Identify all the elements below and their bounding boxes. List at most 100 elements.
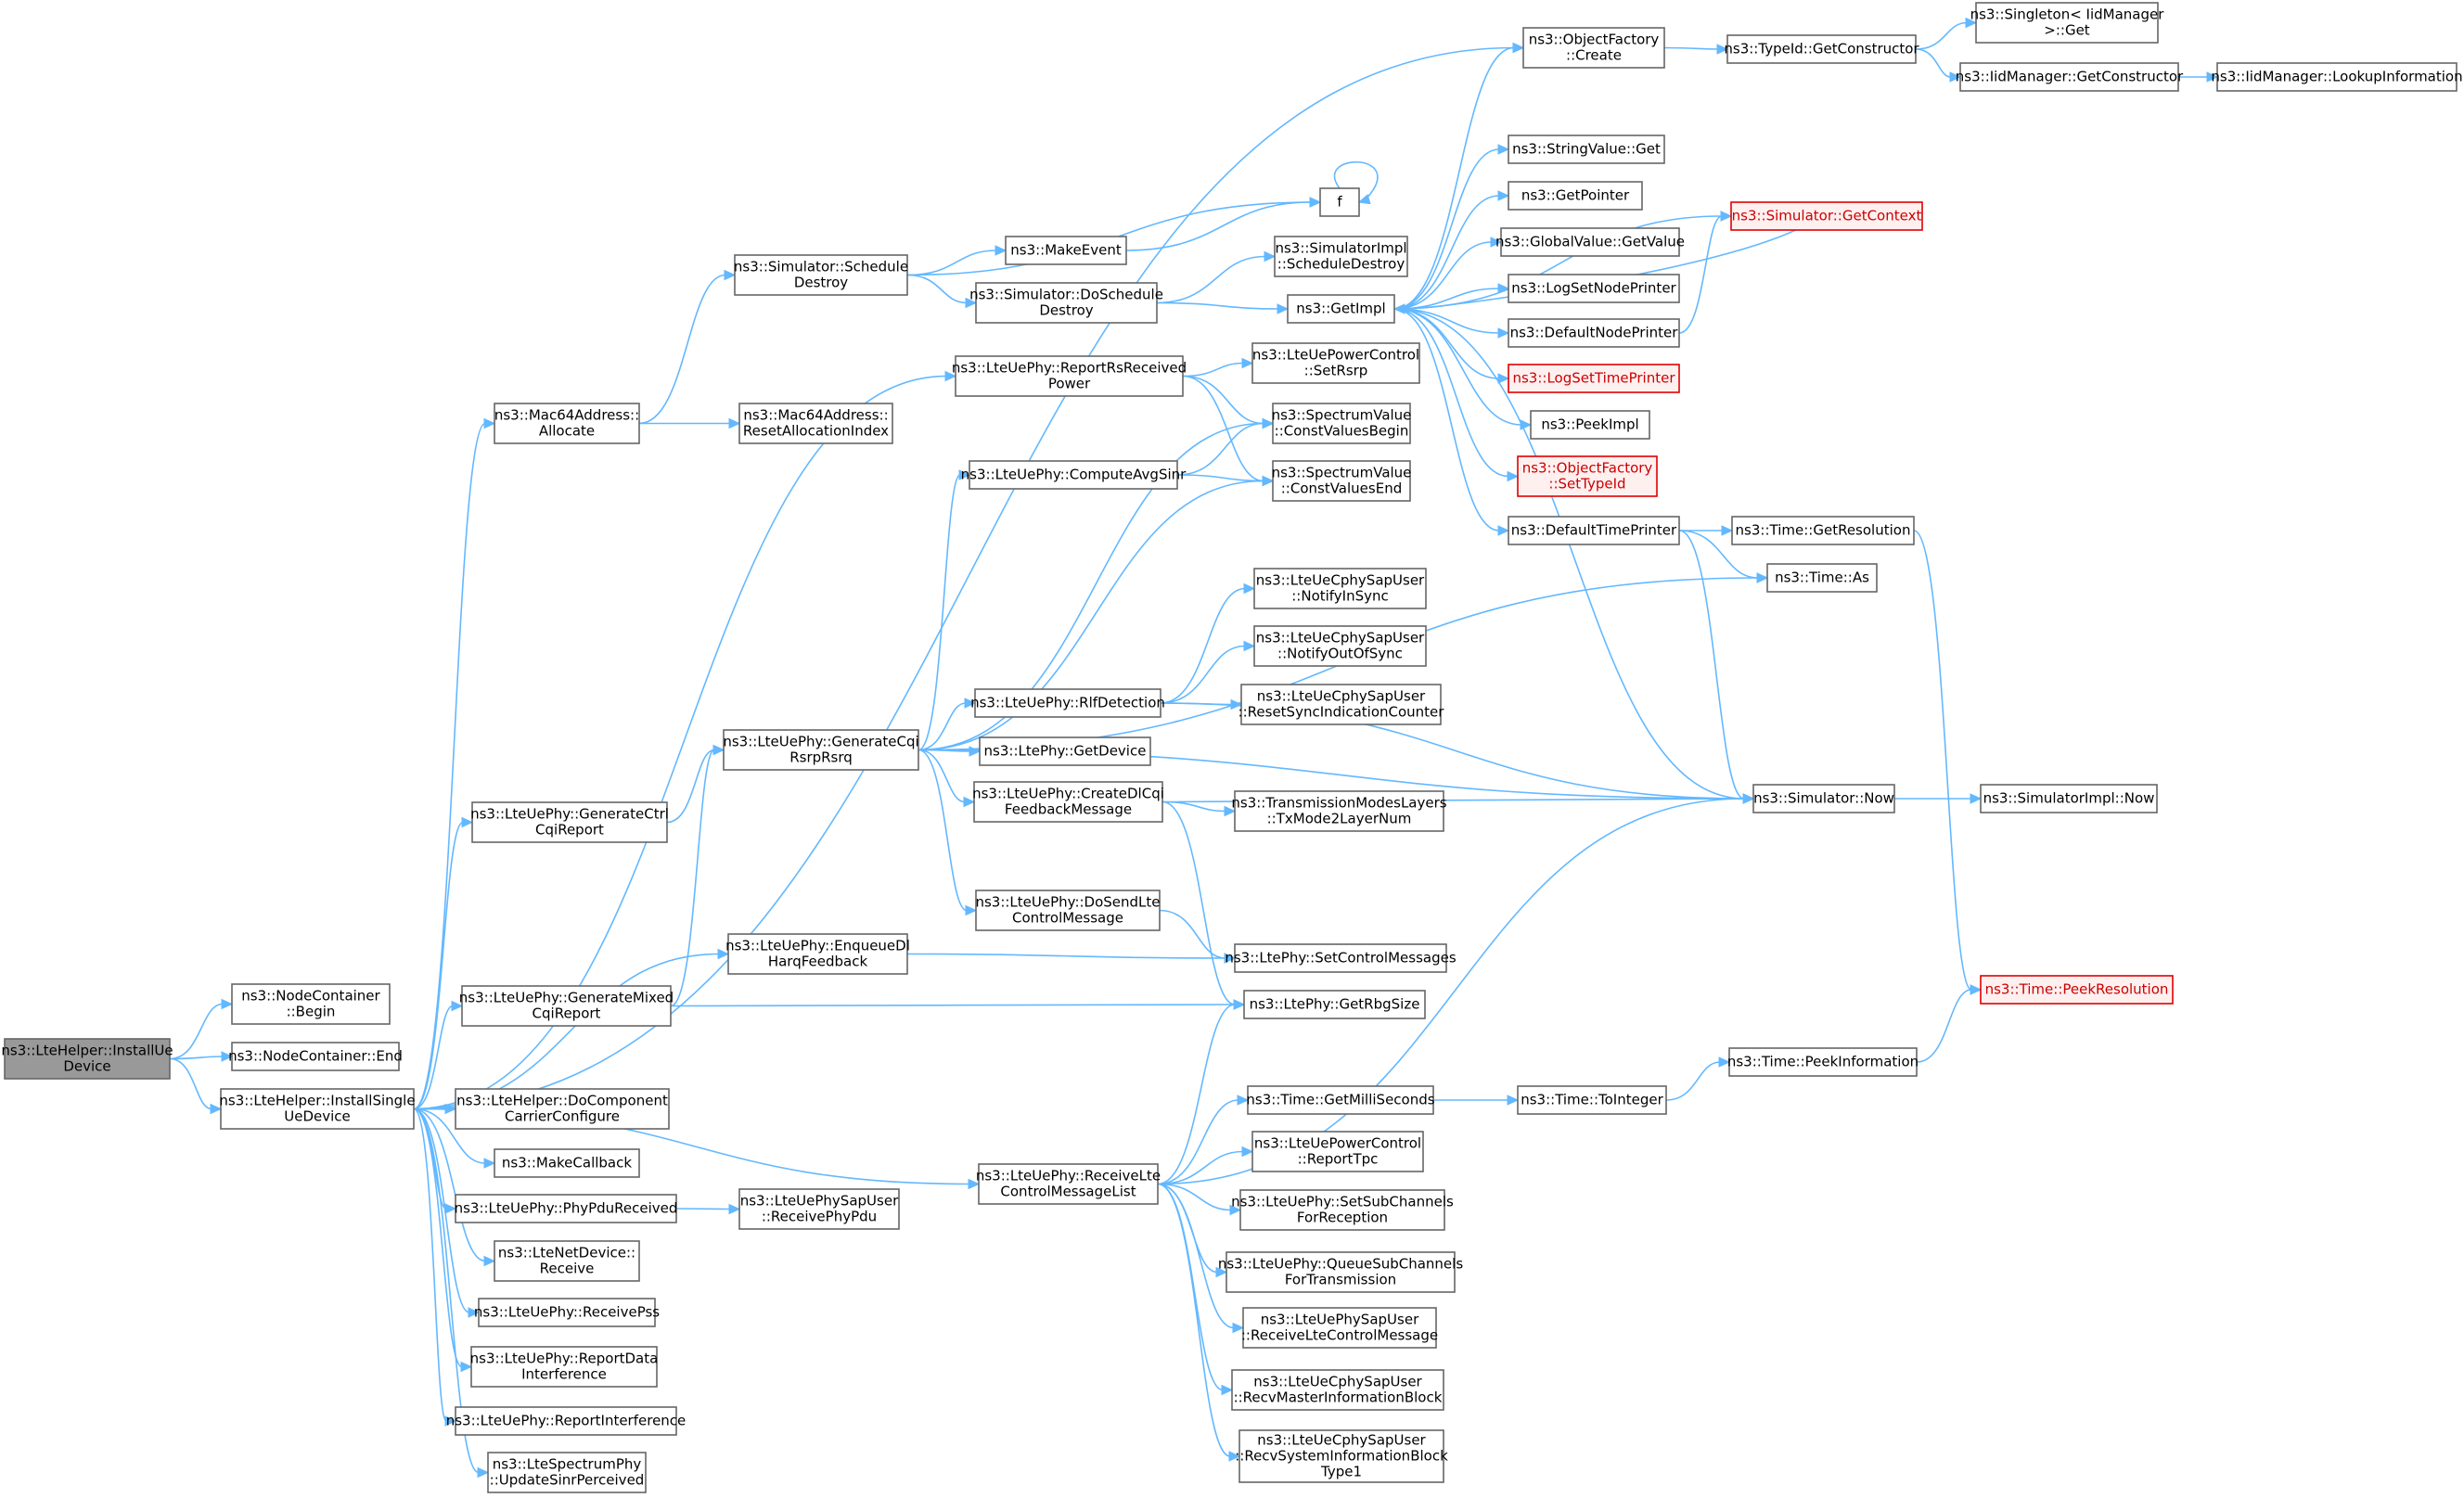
call-graph-edges xyxy=(169,17,2219,1479)
node-singleton_get[interactable]: ns3::Singleton< IidManager>::Get xyxy=(1970,2,2165,44)
node-label: Power xyxy=(1048,376,1091,392)
node-label: CqiReport xyxy=(535,822,604,839)
node-iid_lookup[interactable]: ns3::IidManager::LookupInformation xyxy=(2211,62,2463,92)
node-computeavgsinr[interactable]: ns3::LteUePhy::ComputeAvgSinr xyxy=(961,460,1187,490)
node-box xyxy=(1287,294,1395,324)
node-pc_reporttpc[interactable]: ns3::LteUePowerControl::ReportTpc xyxy=(1251,1131,1424,1172)
node-rlfdetection[interactable]: ns3::LteUePhy::RlfDetection xyxy=(970,688,1165,718)
node-updatesinr[interactable]: ns3::LteSpectrumPhy::UpdateSinrPerceived xyxy=(487,1452,647,1493)
node-label: Receive xyxy=(540,1261,595,1277)
node-receiveltectrl[interactable]: ns3::LteUePhySapUser::ReceiveLteControlM… xyxy=(1241,1307,1438,1349)
node-phypdureceived[interactable]: ns3::LteUePhy::PhyPduReceived xyxy=(455,1194,678,1223)
node-makecallback[interactable]: ns3::MakeCallback xyxy=(494,1148,640,1178)
node-box xyxy=(494,1148,640,1178)
node-time_peekinfo[interactable]: ns3::Time::PeekInformation xyxy=(1727,1047,1919,1077)
node-recvmaster[interactable]: ns3::LteUeCphySapUser::RecvMasterInforma… xyxy=(1231,1369,1444,1411)
node-label: ::NotifyInSync xyxy=(1291,588,1389,605)
node-label: ::ReportTpc xyxy=(1298,1151,1379,1168)
node-nc_end[interactable]: ns3::NodeContainer::End xyxy=(228,1042,403,1071)
edge-receivelte-to-pc_reporttpc xyxy=(1157,1146,1254,1185)
node-receivelte[interactable]: ns3::LteUePhy::ReceiveLteControlMessageL… xyxy=(976,1163,1161,1205)
node-setcontrolmsgs[interactable]: ns3::LtePhy::SetControlMessages xyxy=(1225,943,1457,973)
node-getrbgsize[interactable]: ns3::LtePhy::GetRbgSize xyxy=(1243,990,1426,1019)
node-sim_getcontext[interactable]: ns3::Simulator::GetContext xyxy=(1730,201,1923,231)
node-globalvalue_get[interactable]: ns3::GlobalValue::GetValue xyxy=(1495,227,1685,257)
node-nc_begin[interactable]: ns3::NodeContainer::Begin xyxy=(231,983,391,1025)
node-of_settypeid[interactable]: ns3::ObjectFactory::SetTypeId xyxy=(1517,455,1658,497)
node-reportinterference[interactable]: ns3::LteUePhy::ReportInterference xyxy=(446,1406,687,1436)
node-of_create[interactable]: ns3::ObjectFactory::Create xyxy=(1522,27,1665,69)
node-recvsystem[interactable]: ns3::LteUeCphySapUser::RecvSystemInforma… xyxy=(1235,1429,1448,1483)
edge-installue-to-nc_end xyxy=(169,1051,234,1062)
node-iid_getctor[interactable]: ns3::IidManager::GetConstructor xyxy=(1956,62,2184,92)
node-stringvalue_get[interactable]: ns3::StringValue::Get xyxy=(1508,134,1665,164)
node-f[interactable]: f xyxy=(1319,187,1360,217)
node-box xyxy=(494,1240,640,1282)
node-box xyxy=(1730,201,1923,231)
node-queuesubchannels[interactable]: ns3::LteUePhy::QueueSubChannelsForTransm… xyxy=(1218,1251,1464,1293)
node-createdlcqi[interactable]: ns3::LteUePhy::CreateDlCqiFeedbackMessag… xyxy=(972,781,1164,823)
node-box xyxy=(1517,455,1658,497)
node-makeevent[interactable]: ns3::MakeEvent xyxy=(1005,236,1127,265)
node-simimpl_now[interactable]: ns3::SimulatorImpl::Now xyxy=(1980,784,2158,813)
node-getpointer[interactable]: ns3::GetPointer xyxy=(1508,181,1643,211)
node-txmode2layer[interactable]: ns3::TransmissionModesLayers::TxMode2Lay… xyxy=(1231,790,1447,832)
node-receivephypdu[interactable]: ns3::LteUePhySapUser::ReceivePhyPdu xyxy=(738,1188,900,1230)
node-box xyxy=(723,729,919,771)
node-time_getms[interactable]: ns3::Time::GetMilliSeconds xyxy=(1246,1085,1435,1115)
node-resetsync[interactable]: ns3::LteUeCphySapUser::ResetSyncIndicati… xyxy=(1238,684,1445,725)
edge-receivelte-to-recvsystem xyxy=(1157,1183,1241,1462)
node-time_peekres[interactable]: ns3::Time::PeekResolution xyxy=(1980,975,2174,1005)
node-docomponentcarrier[interactable]: ns3::LteHelper::DoComponentCarrierConfig… xyxy=(455,1088,670,1130)
node-logsettimeprinter[interactable]: ns3::LogSetTimePrinter xyxy=(1508,364,1680,393)
node-mac64_allocate[interactable]: ns3::Mac64Address::Allocate xyxy=(494,403,640,444)
node-notifyoutofsync[interactable]: ns3::LteUeCphySapUser::NotifyOutOfSync xyxy=(1253,625,1427,667)
node-box xyxy=(1959,62,2179,92)
node-setsubchannels[interactable]: ns3::LteUePhy::SetSubChannelsForReceptio… xyxy=(1231,1189,1454,1231)
edge-installsingle-to-enqueuedl xyxy=(413,948,730,1110)
edge-generatecqi-to-computeavgsinr xyxy=(918,469,971,751)
node-sv_end[interactable]: ns3::SpectrumValue::ConstValuesEnd xyxy=(1272,460,1412,502)
node-logsetnodeprinter[interactable]: ns3::LogSetNodePrinter xyxy=(1508,274,1680,303)
node-netdevice_receive[interactable]: ns3::LteNetDevice::Receive xyxy=(494,1240,640,1282)
node-peekimpl[interactable]: ns3::PeekImpl xyxy=(1530,410,1650,440)
node-receivepss[interactable]: ns3::LteUePhy::ReceivePss xyxy=(474,1298,660,1327)
node-defaulttimeprinter[interactable]: ns3::DefaultTimePrinter xyxy=(1508,516,1680,545)
node-typeid_getctor[interactable]: ns3::TypeId::GetConstructor xyxy=(1724,34,1919,64)
node-mac64_reset[interactable]: ns3::Mac64Address::ResetAllocationIndex xyxy=(738,403,893,444)
node-time_getres[interactable]: ns3::Time::GetResolution xyxy=(1731,516,1915,545)
node-notifyinsync[interactable]: ns3::LteUeCphySapUser::NotifyInSync xyxy=(1253,568,1427,609)
node-box xyxy=(955,355,1184,397)
node-time_as[interactable]: ns3::Time::As xyxy=(1766,563,1878,593)
node-simimpl_scheddestroy[interactable]: ns3::SimulatorImpl::ScheduleDestroy xyxy=(1274,236,1408,277)
node-defaultnodeprinter[interactable]: ns3::DefaultNodePrinter xyxy=(1508,318,1680,348)
node-sim_scheddestroy[interactable]: ns3::Simulator::ScheduleDestroy xyxy=(734,254,908,296)
node-box xyxy=(738,403,893,444)
node-pc_setrsrp[interactable]: ns3::LteUePowerControl::SetRsrp xyxy=(1251,342,1420,384)
node-time_tointeger[interactable]: ns3::Time::ToInteger xyxy=(1517,1085,1667,1115)
edge-installsingle-to-reportinterference xyxy=(413,1107,457,1427)
node-ltephy_getdevice[interactable]: ns3::LtePhy::GetDevice xyxy=(979,736,1151,766)
node-box xyxy=(1530,410,1650,440)
node-label: ::ConstValuesBegin xyxy=(1275,423,1409,440)
node-sv_begin[interactable]: ns3::SpectrumValue::ConstValuesBegin xyxy=(1272,403,1412,444)
node-box xyxy=(1240,684,1442,725)
node-box xyxy=(1508,134,1665,164)
node-box xyxy=(470,1346,658,1388)
node-getimpl[interactable]: ns3::GetImpl xyxy=(1287,294,1395,324)
edge-reportrsreceived-to-sv_end xyxy=(1182,375,1275,487)
node-box xyxy=(1508,274,1680,303)
node-label: ns3::LteUePhy::GenerateMixed xyxy=(459,990,674,1006)
node-sim_now[interactable]: ns3::Simulator::Now xyxy=(1752,784,1895,813)
